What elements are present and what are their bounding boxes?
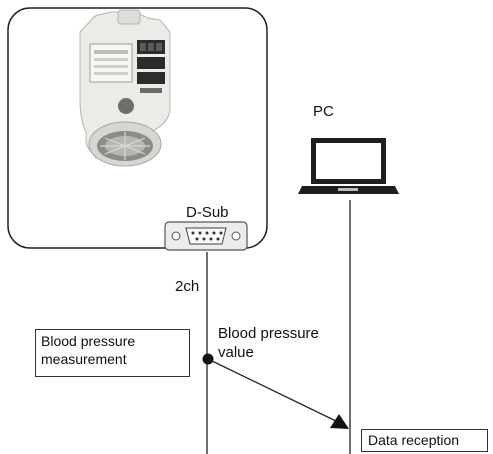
d-sub-label: D-Sub [186, 204, 229, 221]
data-reception-box: Data reception [361, 429, 488, 452]
bp-measurement-box: Blood pressure measurement [35, 329, 190, 377]
channel-label: 2ch [175, 278, 200, 295]
laptop-icon [298, 138, 399, 194]
bp-measurement-line1: Blood pressure [41, 333, 136, 349]
blood-pressure-value-arrow [207, 358, 341, 424]
bp-value-label: Blood pressure value [218, 324, 319, 362]
device-frame [7, 7, 268, 249]
bp-value-line2: value [218, 344, 254, 361]
blood-pressure-monitor-image [79, 9, 171, 167]
d-sub-connector-icon [164, 221, 248, 251]
bp-measurement-line2: measurement [41, 351, 127, 367]
arrowhead-icon [330, 414, 349, 429]
pc-label: PC [313, 103, 334, 120]
bp-value-line1: Blood pressure [218, 325, 319, 342]
